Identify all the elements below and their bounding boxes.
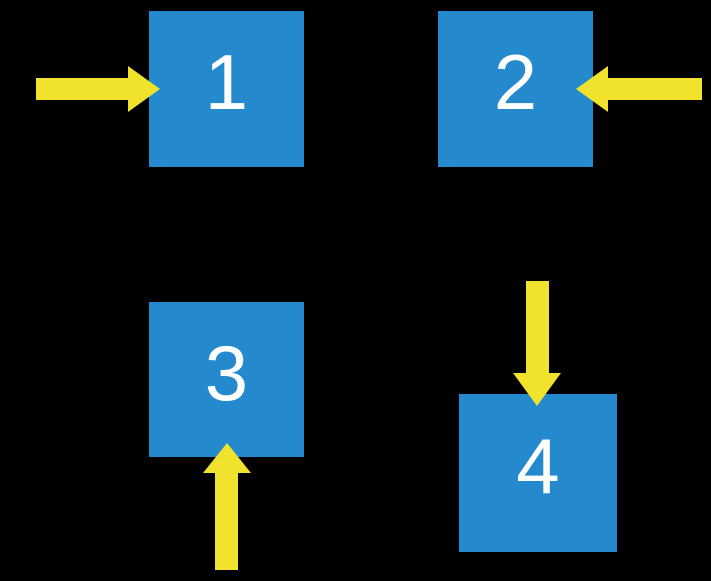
arrow-right-shaft xyxy=(36,78,128,100)
arrow-left-shaft xyxy=(608,78,702,100)
square-4-label: 4 xyxy=(516,422,560,510)
arrow-up-shaft xyxy=(215,473,238,570)
arrow-left-head xyxy=(576,66,608,112)
square-1-label: 1 xyxy=(204,38,249,126)
arrow-down-head xyxy=(513,373,561,406)
arrow-down-shaft xyxy=(526,281,549,373)
arrow-right-head xyxy=(128,66,160,112)
arrow-up-head xyxy=(203,443,251,473)
square-4: 4 xyxy=(459,394,617,552)
square-3: 3 xyxy=(149,302,304,457)
square-3-label: 3 xyxy=(204,328,249,417)
square-2: 2 xyxy=(438,11,593,167)
square-2-label: 2 xyxy=(493,38,538,126)
square-1: 1 xyxy=(149,11,304,167)
